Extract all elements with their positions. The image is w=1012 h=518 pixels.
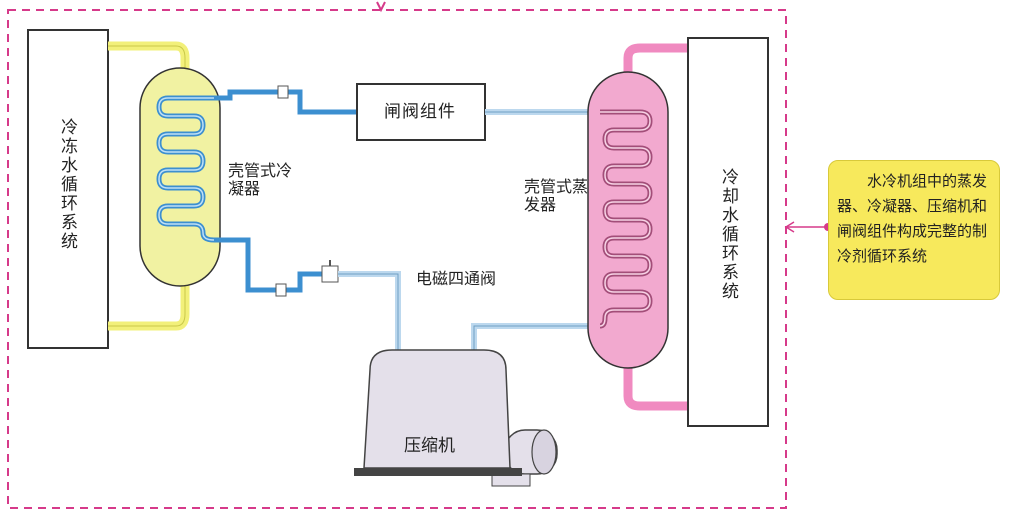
four-way-valve-label: 电磁四通阀: [416, 269, 497, 288]
condenser-label: 壳管式冷凝器: [228, 161, 293, 199]
condenser-bottom-pipe: [108, 282, 190, 331]
callout-note: 水冷机组中的蒸发器、冷凝器、压缩机和闸阀组件构成完整的制冷剂循环系统: [828, 160, 1000, 300]
pipe-fitting-2: [275, 283, 287, 297]
valve-group-label: 闸阀组件: [384, 102, 456, 122]
chilled-water-box: [27, 29, 109, 349]
valve-group-box: [356, 83, 486, 141]
compressor-label: 压缩机: [404, 436, 455, 456]
evaporator-bottom-pipe: [623, 350, 688, 411]
top-marker: [376, 1, 386, 13]
compressor-body: [363, 349, 511, 469]
chilled-water-label: 冷冻水循环系统: [57, 118, 77, 251]
pipe-fourway-to-compressor: [338, 271, 401, 356]
pipe-condenser-to-valve: [214, 89, 357, 115]
dashed-frame: [7, 9, 787, 509]
evaporator-label: 壳管式蒸发器: [524, 177, 589, 215]
compressor: [354, 349, 558, 487]
four-way-valve-body: [321, 265, 339, 283]
evaporator-top-pipe: [623, 43, 688, 80]
condenser-shell: [139, 67, 221, 287]
cooling-water-label: 冷却水循环系统: [718, 168, 738, 301]
cooling-water-box: [687, 37, 769, 427]
pipe-fitting: [277, 85, 289, 99]
compressor-base: [354, 468, 522, 476]
pipe-condenser-to-fourway: [214, 237, 330, 293]
